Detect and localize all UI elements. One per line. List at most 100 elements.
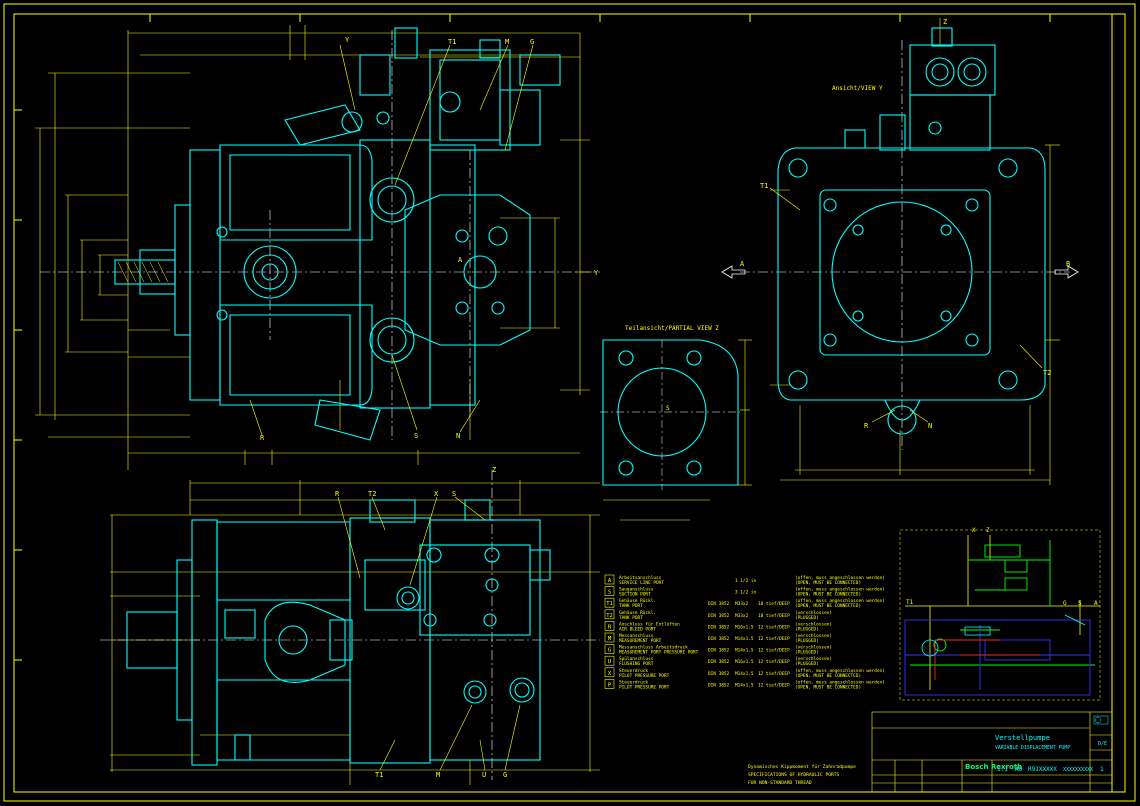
port-code-box (604, 621, 615, 631)
port-standard: DIN 3852 (708, 636, 730, 642)
port-thread: M33x2 (735, 613, 749, 619)
port-code: S (608, 590, 611, 596)
port-note-de: (verschlossen) (795, 656, 832, 662)
port-code-box (604, 597, 615, 608)
port-standard: DIN 3852 (708, 624, 730, 630)
port-name-en: SERVICE LINE PORT (619, 580, 664, 586)
view-z-dimensions (603, 339, 752, 521)
schem-label-t1: T1 (906, 599, 914, 606)
port-note-en: (OPEN, MUST BE CONNECTED) (795, 673, 861, 679)
drawing-title-de: Verstellpumpe (995, 734, 1050, 742)
drawing-frame (3, 3, 1136, 802)
drawing-number: R91XXXXX (1028, 766, 1057, 773)
label-y-axis: Y (594, 269, 599, 277)
port-name-en: FLUSHING PORT (619, 661, 654, 667)
port-thread: M14x1.5 (735, 636, 754, 642)
port-name-en: TANK PORT (619, 615, 643, 621)
label-t1-view-y: T1 (760, 182, 768, 190)
label-m-front: M (505, 38, 509, 46)
port-name-en: SUCTION PORT (619, 592, 651, 598)
front-view-dimensions (35, 25, 590, 470)
port-note-en: (PLUGGED) (795, 638, 819, 644)
port-thread: M14x1.5 (735, 648, 754, 654)
port-name-de: Gehäuse Rückl. (619, 610, 656, 616)
port-code: X (608, 671, 612, 677)
port-thread: M16x1.5 (735, 624, 754, 630)
view-z-outline (602, 339, 739, 486)
port-code: T1 (606, 601, 613, 607)
schem-label-g: G (1063, 600, 1067, 607)
top-view-centerlines (100, 470, 600, 780)
drawing-language: D/E (1098, 741, 1107, 747)
port-standard: DIN 3852 (708, 659, 730, 665)
port-code-box (604, 667, 615, 678)
port-code-box (604, 609, 615, 620)
port-note-en: (PLUGGED) (795, 626, 819, 632)
port-depth: 12 tief/DEEP (758, 624, 790, 630)
port-note-en: (PLUGGED) (795, 615, 819, 621)
top-view-dimensions (110, 480, 600, 785)
view-y-arrows (721, 265, 1079, 279)
port-code: U (608, 659, 611, 665)
drawing-scale: 1:1 (997, 766, 1008, 773)
view-y-leaders (769, 187, 1043, 423)
label-z-top: Z (492, 466, 496, 474)
top-view: Z R T2 X S T1 M U G (100, 466, 600, 785)
note-en2: FOR NON-STANDARD THREAD (748, 780, 812, 786)
port-depth: 18 tief/DEEP (758, 601, 790, 607)
port-name-de: Gehäuse Rückl. (619, 598, 656, 604)
port-name-de: Messanschluss (619, 633, 654, 639)
port-note-en: (OPEN, MUST BE CONNECTED) (795, 592, 861, 598)
port-note-de: (offen, muss angeschlossen werden) (795, 575, 885, 581)
port-code: M (608, 636, 612, 642)
front-view-leaders (249, 44, 592, 436)
label-t1-front: T1 (448, 38, 456, 46)
port-depth: 12 tief/DEEP (758, 636, 790, 642)
port-note-de: (offen, muss angeschlossen werden) (795, 598, 885, 604)
port-note-en: (PLUGGED) (795, 661, 819, 667)
port-name-en: AIR BLEED PORT (619, 626, 656, 632)
port-note-de: (offen, muss angeschlossen werden) (795, 679, 885, 685)
port-depth: 12 tief/DEEP (758, 671, 790, 677)
view-y-outline (777, 27, 1046, 435)
port-name-de: Steuerdruck (619, 668, 648, 674)
label-m-top: M (436, 771, 440, 779)
port-standard: DIN 3852 (708, 613, 730, 619)
sheet-number: 1 (1100, 766, 1104, 773)
port-name-de: Steuerdruck (619, 679, 648, 685)
schem-label-a: A (1094, 600, 1098, 607)
port-name-en: PILOT PRESSURE PORT (619, 673, 670, 679)
label-s-front: S (414, 432, 418, 440)
view-y: Ansicht/VIEW Y (721, 18, 1079, 485)
port-name-de: Sauganschluss (619, 587, 654, 593)
label-x-top: X (434, 490, 439, 498)
port-name-en: TANK PORT (619, 603, 643, 609)
port-name-en: MEASUREMENT PORT PRESSURE PORT (619, 650, 699, 656)
label-s-view-z: S (666, 405, 670, 412)
label-a-front: A (458, 256, 463, 264)
company-logo: Bosch Rexroth (965, 763, 1022, 771)
label-g-top: G (503, 771, 507, 779)
port-standard: DIN 3852 (708, 682, 730, 688)
label-u-top: U (482, 771, 486, 779)
port-note-de: (verschlossen) (795, 610, 832, 616)
port-code-box (604, 655, 615, 666)
port-code: P (608, 682, 612, 688)
port-note-de: (verschlossen) (795, 645, 832, 651)
label-b-view-y: B (1066, 260, 1070, 268)
port-note-de: (offen, muss angeschlossen werden) (795, 587, 885, 593)
label-n-view-y: N (928, 422, 932, 430)
port-thread: M14x1.5 (735, 671, 754, 677)
port-thread: M14x1.5 (735, 682, 754, 688)
label-n-front: N (456, 432, 460, 440)
label-r-view-y: R (864, 422, 869, 430)
port-depth: 12 tief/DEEP (758, 682, 790, 688)
port-standard: DIN 3852 (708, 671, 730, 677)
port-code: T2 (606, 613, 613, 619)
port-code-box (604, 679, 615, 689)
label-s-top: S (452, 490, 456, 498)
port-note-en: (OPEN, MUST BE CONNECTED) (795, 603, 861, 609)
drawing-title-en: VARIABLE DISPLACEMENT PUMP (995, 745, 1070, 751)
label-y-front: Y (345, 36, 350, 44)
